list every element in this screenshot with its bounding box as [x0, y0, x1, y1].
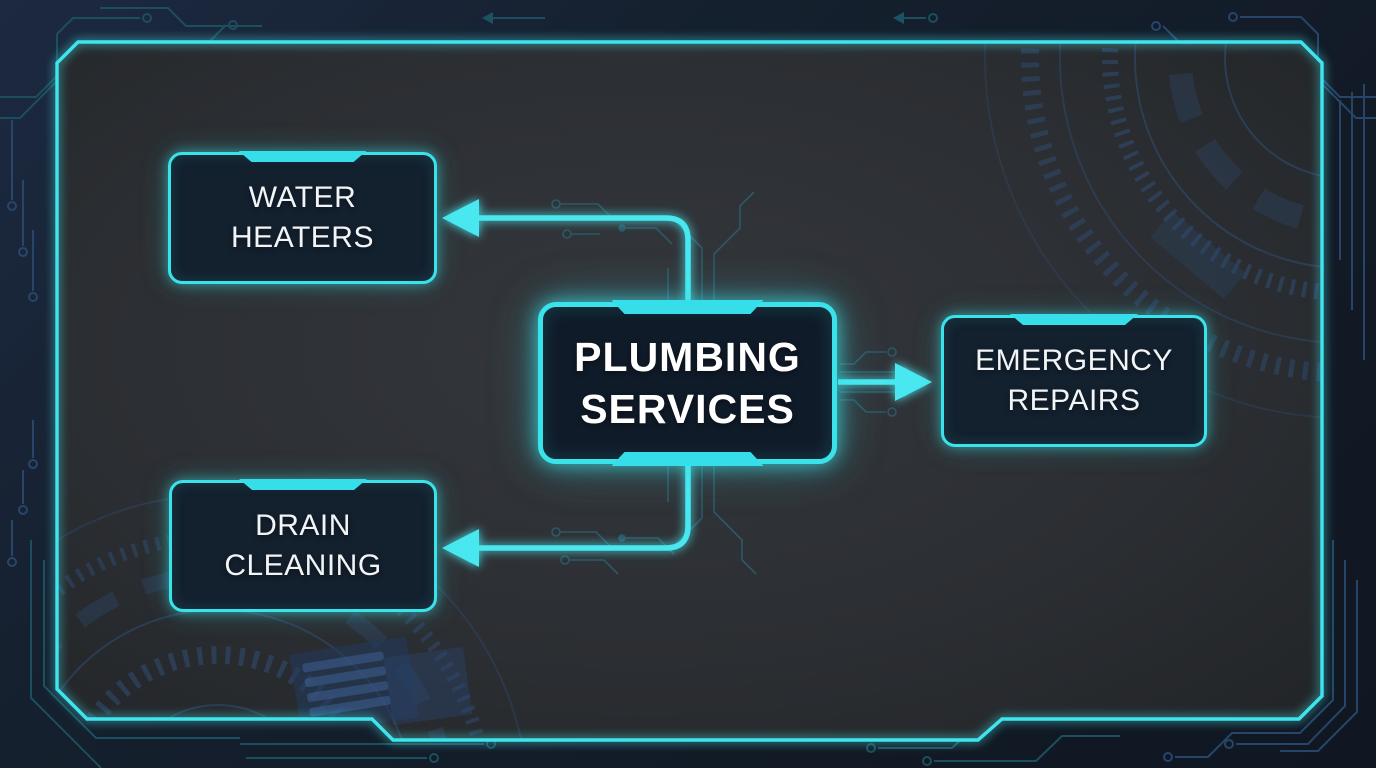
node-water-heaters: WATER HEATERS	[168, 152, 437, 284]
node-label-line: CLEANING	[224, 549, 382, 582]
arrow-left-icon	[442, 199, 479, 237]
node-label-line: SERVICES	[580, 386, 795, 432]
node-drain-cleaning: DRAIN CLEANING	[169, 480, 437, 612]
node-plumbing-services: PLUMBING SERVICES	[538, 302, 837, 464]
node-label-line: WATER	[248, 181, 357, 214]
node-label-line: EMERGENCY	[975, 344, 1173, 377]
connector-to-drain-cleaning	[478, 462, 691, 551]
node-label-line: HEATERS	[231, 221, 374, 254]
node-label-line: PLUMBING	[574, 334, 801, 380]
node-emergency-repairs: EMERGENCY REPAIRS	[941, 315, 1207, 447]
node-tab-decoration	[1010, 314, 1138, 325]
node-tab-decoration	[239, 479, 367, 490]
node-label-line: REPAIRS	[1007, 384, 1141, 417]
connector-to-water-heaters	[478, 215, 691, 304]
arrow-left-icon	[442, 529, 479, 567]
node-tab-decoration	[612, 300, 764, 314]
gear-ring-decoration-top-right	[984, 42, 1322, 419]
top-edge-arrow-icons	[482, 12, 904, 24]
circuit-traces-teal	[0, 7, 1120, 768]
node-tab-decoration	[239, 151, 367, 162]
node-label-line: DRAIN	[255, 509, 351, 542]
arrow-right-icon	[895, 363, 932, 401]
connector-circuit-stubs	[551, 191, 909, 575]
blue-patch-decorations	[289, 211, 1246, 736]
hud-frame-border	[55, 40, 1324, 742]
node-tab-decoration	[612, 452, 764, 466]
